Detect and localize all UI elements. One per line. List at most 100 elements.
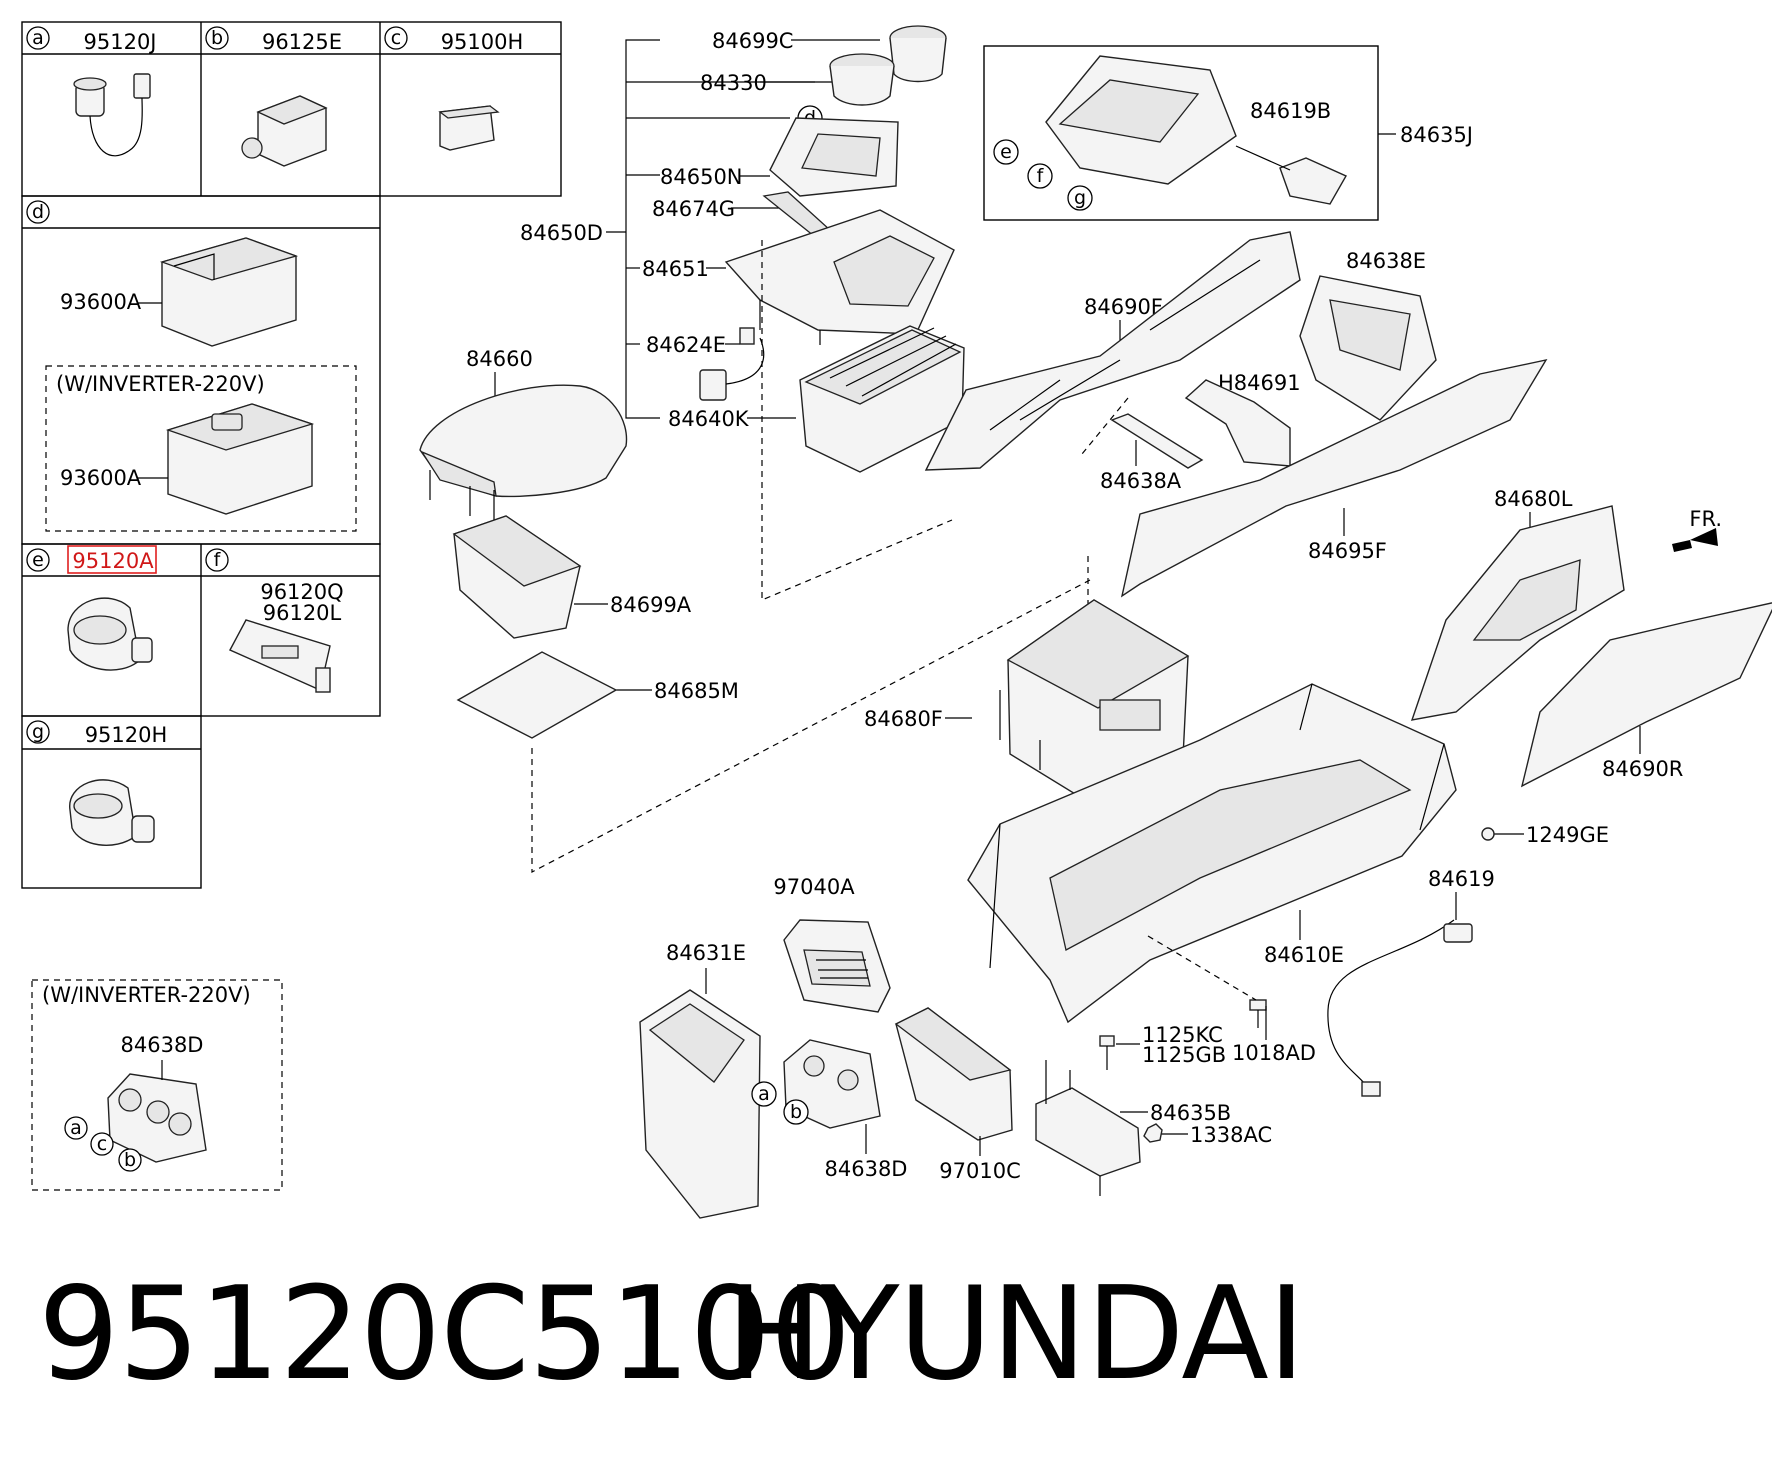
label-84685M: 84685M: [654, 679, 739, 703]
label-84624E: 84624E: [646, 333, 726, 357]
part-1338AC-drawing: [1143, 1123, 1163, 1143]
part-84330-drawing: [829, 53, 895, 106]
part-84685M-drawing: [456, 651, 618, 739]
part-84638D-inset-drawing: [107, 1060, 207, 1163]
part-84690R-drawing: [1520, 602, 1772, 788]
inverter-box-2: [31, 979, 283, 1191]
callout-d-circle: d: [26, 200, 50, 224]
label-96120L: 96120L: [263, 601, 342, 625]
svg-text:f: f: [1037, 165, 1045, 187]
label-97010C: 97010C: [939, 1159, 1020, 1183]
label-84680L: 84680L: [1494, 487, 1573, 511]
svg-text:c: c: [97, 1133, 107, 1155]
callout-a-circle: a: [26, 26, 50, 50]
label-84651: 84651: [642, 257, 709, 281]
guide-lines: [531, 240, 1129, 873]
callout-a-main: a: [751, 1081, 777, 1107]
label-84635J: 84635J: [1400, 123, 1473, 147]
callout-e-text: e: [32, 549, 44, 571]
label-84650N: 84650N: [660, 165, 743, 189]
label-84699C: 84699C: [712, 29, 793, 53]
svg-text:a: a: [758, 1083, 770, 1105]
callout-c-text: c: [391, 27, 401, 49]
part-84660-drawing: [419, 384, 628, 522]
label-84690R: 84690R: [1602, 757, 1683, 781]
part-84638A-drawing: [1110, 413, 1204, 469]
part-H84691-drawing: [1184, 379, 1291, 467]
label-1249GE: 1249GE: [1526, 823, 1609, 847]
part-84690F-drawing: [924, 231, 1301, 471]
callout-c-circle: c: [384, 26, 408, 50]
label-1338AC: 1338AC: [1190, 1123, 1272, 1147]
part-84680L-drawing: [1410, 505, 1625, 721]
label-84631E: 84631E: [666, 941, 746, 965]
bracket-84650D: [606, 39, 815, 419]
label-96125E: 96125E: [262, 30, 342, 54]
part-84699A-drawing: [452, 515, 582, 639]
part-84651-drawing: [724, 209, 955, 356]
callout-b-text: b: [211, 27, 223, 49]
label-FR: FR.: [1689, 507, 1722, 531]
part-84699C-drawing: [889, 25, 947, 83]
label-97040A: 97040A: [773, 875, 855, 899]
label-1125GB: 1125GB: [1142, 1043, 1226, 1067]
label-H84691: H84691: [1218, 371, 1301, 395]
callout-g-main: g: [1067, 185, 1093, 211]
label-84680F: 84680F: [864, 707, 943, 731]
inset-grid: [21, 21, 562, 889]
part-84638E-drawing: [1299, 275, 1437, 421]
part-84650N-drawing: [769, 117, 899, 197]
callout-f-text: f: [214, 549, 222, 571]
svg-text:b: b: [790, 1101, 802, 1123]
svg-text:e: e: [1000, 141, 1012, 163]
part-1018AD-drawing: [1249, 999, 1267, 1030]
part-97040A-drawing: [783, 919, 891, 1013]
front-arrow-icon: [1672, 528, 1718, 552]
callout-g-circle: g: [26, 720, 50, 744]
highlight-box: [67, 545, 157, 574]
label-84690F: 84690F: [1084, 295, 1163, 319]
part-1249GE-drawing: [1481, 827, 1495, 841]
label-93600A-bottom: 93600A: [60, 466, 142, 490]
label-84638D-inset: 84638D: [121, 1033, 204, 1057]
label-84640K: 84640K: [668, 407, 750, 431]
part-95120J-drawing: [73, 73, 151, 157]
label-95100H: 95100H: [441, 30, 524, 54]
part-96120Q-drawing: [229, 619, 331, 693]
part-84674G-drawing: [762, 191, 832, 237]
inverter-box: [45, 365, 357, 532]
part-97010C-drawing: [894, 1007, 1013, 1141]
label-1018AD: 1018AD: [1232, 1041, 1316, 1065]
part-93600A-top-drawing: [137, 237, 299, 347]
part-84695F-drawing: [1120, 358, 1548, 598]
part-95120A-drawing: [67, 597, 153, 671]
caption-part-number: 95120C5100: [38, 1260, 850, 1409]
box-84635J: [983, 45, 1379, 221]
label-inverter-note: (W/INVERTER-220V): [56, 372, 265, 396]
label-84695F: 84695F: [1308, 539, 1387, 563]
label-96120Q: 96120Q: [260, 580, 343, 604]
svg-text:b: b: [124, 1149, 136, 1171]
callout-f-main: f: [1027, 163, 1053, 189]
label-84635B: 84635B: [1150, 1101, 1231, 1125]
callout-e-main: e: [993, 139, 1019, 165]
callout-g-text: g: [32, 721, 44, 743]
label-84638A: 84638A: [1100, 469, 1182, 493]
inset-section-g: [21, 715, 202, 889]
label-84638D: 84638D: [825, 1157, 908, 1181]
label-84619: 84619: [1428, 867, 1495, 891]
label-84619B: 84619B: [1250, 99, 1331, 123]
callout-a-inset2: a: [64, 1116, 88, 1140]
label-93600A-top: 93600A: [60, 290, 142, 314]
label-84699A: 84699A: [610, 593, 692, 617]
label-84660: 84660: [466, 347, 533, 371]
label-95120H: 95120H: [85, 723, 168, 747]
callout-b-circle: b: [205, 26, 229, 50]
part-93600A-bottom-drawing: [137, 403, 315, 515]
part-95100H-drawing: [438, 105, 500, 151]
callout-a-text: a: [32, 27, 44, 49]
label-84330: 84330: [700, 71, 767, 95]
callout-f-circle: f: [205, 548, 229, 572]
label-95120A-highlighted[interactable]: 95120A: [72, 549, 154, 573]
